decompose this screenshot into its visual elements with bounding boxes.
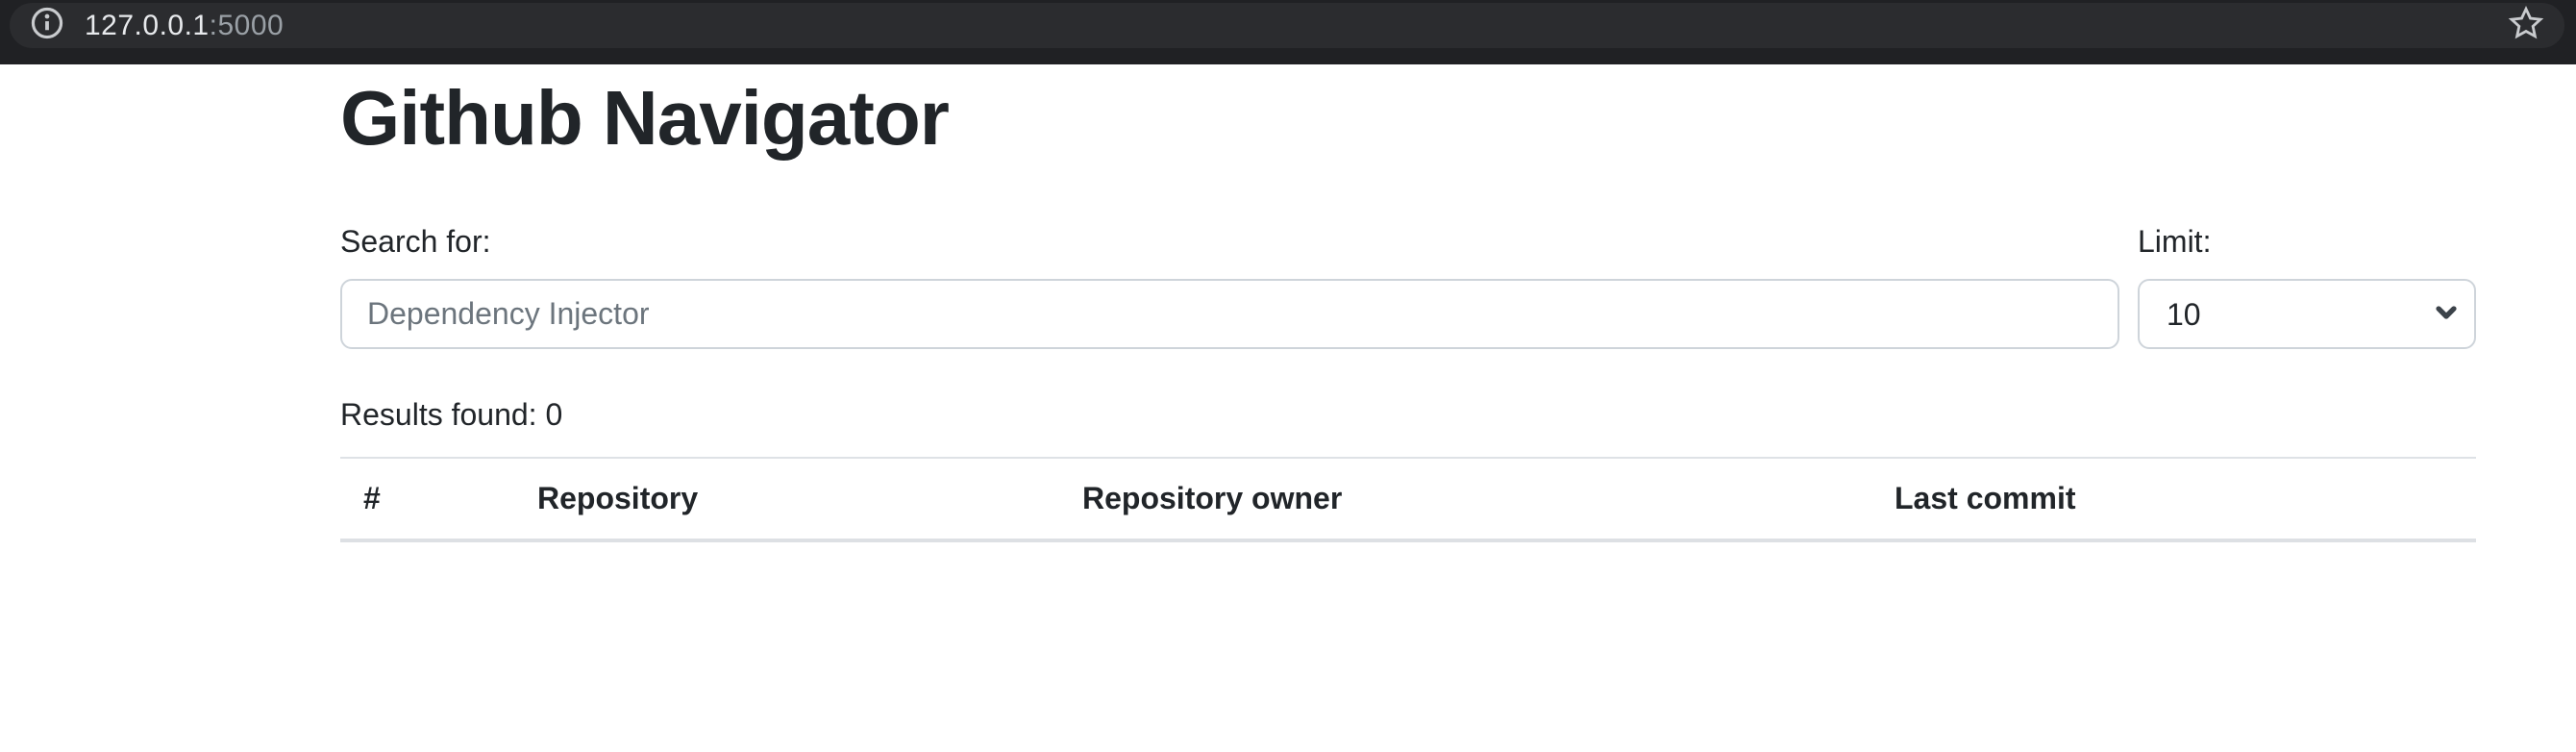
search-label: Search for: <box>340 224 491 259</box>
search-form: Search for: Limit: 10 <box>340 218 2476 349</box>
limit-select-wrapper: 10 <box>2138 279 2476 349</box>
limit-label: Limit: <box>2138 224 2212 259</box>
site-info-icon[interactable] <box>29 5 65 46</box>
results-count-line: Results found: 0 <box>340 391 2476 438</box>
address-bar[interactable]: 127.0.0.1:5000 <box>10 3 2564 48</box>
search-input[interactable] <box>340 279 2119 349</box>
results-count: 0 <box>545 397 563 432</box>
url-port: :5000 <box>209 9 285 41</box>
column-header-last-commit: Last commit <box>1871 458 2476 542</box>
column-header-repository: Repository <box>514 458 1059 542</box>
column-header-index: # <box>340 458 514 542</box>
limit-column: Limit: 10 <box>2138 218 2476 349</box>
main-content: Github Navigator Search for: Limit: 10 R… <box>340 64 2476 542</box>
column-header-repository-owner: Repository owner <box>1059 458 1871 542</box>
page-title: Github Navigator <box>340 75 950 161</box>
url-host: 127.0.0.1 <box>85 9 210 41</box>
results-table: # Repository Repository owner Last commi… <box>340 457 2476 542</box>
browser-toolbar: 127.0.0.1:5000 <box>0 0 2576 64</box>
results-label: Results found: <box>340 397 537 432</box>
limit-select[interactable]: 10 <box>2138 279 2476 349</box>
results-table-header-row: # Repository Repository owner Last commi… <box>340 458 2476 542</box>
bookmark-star-icon[interactable] <box>2507 4 2545 47</box>
url-text: 127.0.0.1:5000 <box>85 10 284 42</box>
search-column: Search for: <box>340 218 2119 349</box>
